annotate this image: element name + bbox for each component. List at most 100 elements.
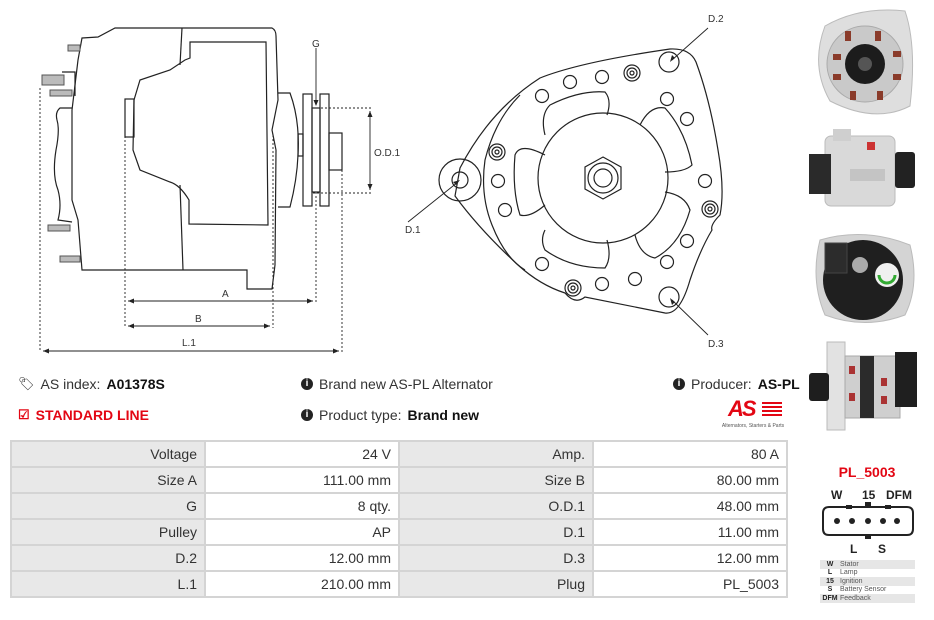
legend-desc: Lamp: [840, 569, 858, 577]
description-text: Brand new AS-PL Alternator: [319, 376, 493, 392]
spec-value: AP: [204, 518, 400, 546]
pulley-flange: [319, 93, 330, 207]
standard-line-label: STANDARD LINE: [35, 407, 149, 423]
hole-d1: [451, 171, 469, 189]
legend-desc: Feedback: [840, 594, 871, 602]
legend-key: W: [826, 560, 834, 568]
standard-line-badge: ☑ STANDARD LINE: [18, 407, 149, 423]
pulley-flange: [302, 93, 313, 207]
product-type-label: Product type:: [319, 407, 402, 423]
producer: i Producer: AS-PL: [673, 376, 800, 392]
leader-arrows: [453, 55, 675, 305]
endplate-rim: [482, 94, 526, 271]
plug-title: PL_5003: [838, 464, 896, 480]
legend-row: W Stator: [820, 560, 915, 569]
label-od1: O.D.1: [374, 148, 400, 159]
spec-value: 111.00 mm: [204, 466, 400, 494]
label-d2: D.2: [708, 14, 724, 25]
vent-slots: [513, 91, 693, 269]
spec-label: Plug: [398, 570, 594, 598]
legend-key: DFM: [822, 594, 838, 602]
endplate-outline: [454, 48, 723, 314]
spec-label: D.1: [398, 518, 594, 546]
photo-front-view[interactable]: [805, 6, 920, 124]
photo-rear-view[interactable]: [805, 225, 920, 330]
plug-keys: [846, 502, 891, 539]
spec-value: 80.00 mm: [592, 466, 788, 494]
product-type: i Product type: Brand new: [301, 407, 479, 423]
rotor-hub: [537, 112, 669, 244]
spec-value: 12.00 mm: [204, 544, 400, 572]
front-bearing: [278, 92, 299, 208]
plug-pins: [834, 518, 900, 524]
pin-label-15: 15: [862, 488, 876, 502]
as-index: 🏷 AS index: A01378S: [18, 376, 165, 392]
spec-value: 12.00 mm: [592, 544, 788, 572]
housing-seam: [179, 27, 183, 66]
spec-value: 80 A: [592, 440, 788, 468]
spec-label: D.2: [10, 544, 206, 572]
pin-label-s: S: [878, 542, 886, 556]
legend-key: S: [827, 586, 833, 594]
plug-diagram: W 15 DFM L S: [822, 488, 914, 556]
label-g: G: [312, 39, 320, 50]
legend-desc: Stator: [840, 560, 859, 568]
plug-housing: [822, 506, 914, 536]
housing-seam: [179, 184, 184, 271]
product-type-value: Brand new: [407, 407, 480, 423]
photo-side-view-pulley-left[interactable]: [805, 338, 920, 434]
shaft: [593, 168, 613, 188]
side-view-drawing: G O.D.1 A B L.1: [39, 27, 400, 354]
dimension-lines: [43, 48, 371, 352]
spec-value: 48.00 mm: [592, 492, 788, 520]
checkbox-icon: ☑: [18, 407, 30, 422]
housing-outline: [71, 27, 279, 290]
spec-value: 11.00 mm: [592, 518, 788, 546]
screw-bosses: [488, 64, 719, 297]
logo-mark: AS: [728, 396, 757, 421]
spec-label: G: [10, 492, 206, 520]
spec-label: Size B: [398, 466, 594, 494]
leader-lines: [407, 27, 709, 336]
spec-value: 8 qty.: [204, 492, 400, 520]
as-pl-logo: AS Alternators, Starters & Parts: [714, 398, 792, 432]
spec-label: Pulley: [10, 518, 206, 546]
spec-label: O.D.1: [398, 492, 594, 520]
logo-stripes: [762, 402, 782, 416]
photo-side-view-pulley-right[interactable]: [805, 124, 920, 219]
producer-value: AS-PL: [757, 376, 800, 392]
label-d1: D.1: [405, 225, 421, 236]
legend-desc: Ignition: [840, 577, 863, 585]
spec-label: Amp.: [398, 440, 594, 468]
logo-tagline: Alternators, Starters & Parts: [721, 423, 785, 429]
dimension-guides: [39, 88, 373, 352]
info-icon: i: [673, 378, 685, 390]
rear-studs: [41, 44, 81, 263]
hole-d3: [658, 286, 680, 308]
as-index-label: AS index:: [40, 376, 101, 392]
pin-label-l: L: [850, 542, 857, 556]
spec-value: PL_5003: [592, 570, 788, 598]
spec-value: 210.00 mm: [204, 570, 400, 598]
spec-label: D.3: [398, 544, 594, 572]
label-l1: L.1: [182, 338, 196, 349]
pulley-hub: [311, 107, 321, 193]
legend-key: 15: [826, 577, 834, 585]
label-a: A: [222, 289, 229, 300]
legend-row: 15 Ignition: [820, 577, 915, 586]
front-view-drawing: D.1 D.2 D.3: [405, 14, 724, 350]
stator-window: [132, 41, 269, 226]
spec-value: 24 V: [204, 440, 400, 468]
info-icon: i: [301, 378, 313, 390]
info-icon: i: [301, 409, 313, 421]
